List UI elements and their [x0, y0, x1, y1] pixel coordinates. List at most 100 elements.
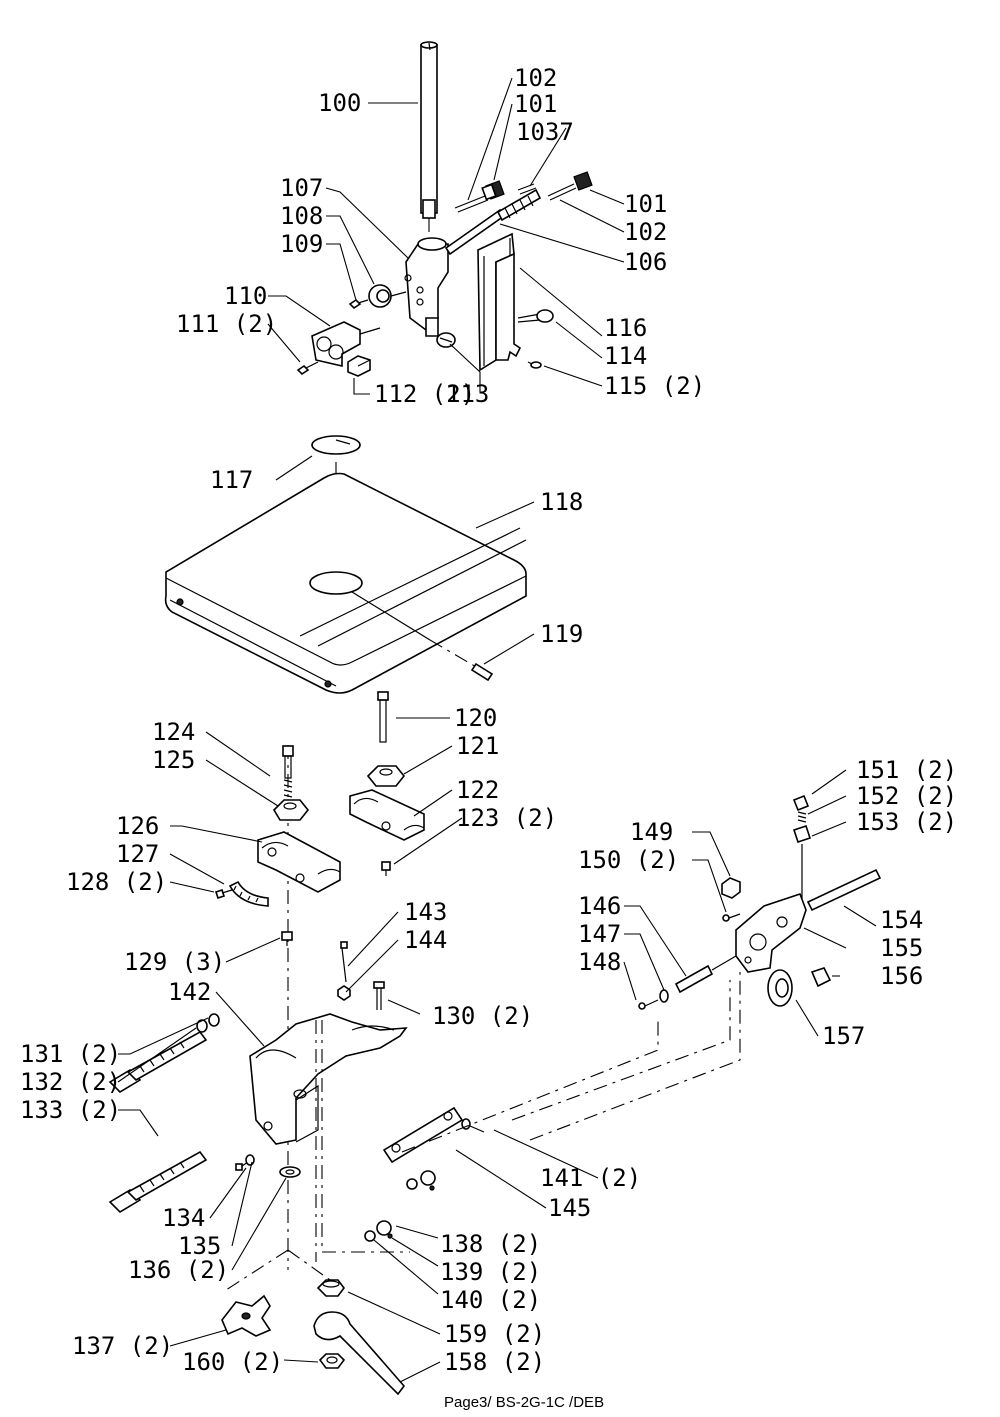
label-157: 157 [822, 1022, 865, 1050]
handle-158-part [313, 1311, 406, 1396]
thumb-screw-part [517, 309, 554, 323]
guide-bracket-part [404, 237, 449, 337]
nut-159-part [316, 1279, 345, 1297]
label-109: 109 [280, 230, 323, 258]
label-121: 121 [456, 732, 499, 760]
spring-152-part [797, 811, 807, 823]
label-160: 160 (2) [182, 1348, 283, 1376]
label-135: 135 [178, 1232, 221, 1260]
label-152: 152 (2) [856, 782, 957, 810]
leader-lines [117, 77, 877, 1383]
label-111: 111 (2) [176, 310, 277, 338]
label-126: 126 [116, 812, 159, 840]
screw-150-part [722, 913, 741, 922]
label-133: 133 (2) [20, 1096, 121, 1124]
label-136: 136 (2) [128, 1256, 229, 1284]
label-127: 127 [116, 840, 159, 868]
trunnion-support-142-part [249, 1013, 408, 1145]
washer-132-part [196, 1019, 208, 1033]
table-assembly [164, 435, 527, 694]
label-120: 120 [454, 704, 497, 732]
label-156: 156 [880, 962, 923, 990]
label-119: 119 [540, 620, 583, 648]
star-knob-137-part [221, 1294, 272, 1337]
table-pin-119-part [429, 639, 494, 682]
label-144: 144 [404, 926, 447, 954]
guide-block-112-part [347, 355, 371, 377]
washer-136-part [279, 1166, 301, 1178]
upper-guide-assembly [296, 41, 593, 377]
screw-128-part [214, 888, 233, 900]
bearing-157-part [767, 969, 793, 1007]
label-148: 148 [578, 948, 621, 976]
label-145: 145 [548, 1194, 591, 1222]
label-114: 114 [604, 342, 647, 370]
set-screw-1037-part [517, 183, 537, 195]
shaft-146-part [674, 955, 737, 994]
label-155: 155 [880, 934, 923, 962]
label-101a: 101 [514, 90, 557, 118]
guide-bearing-108-part [368, 284, 407, 308]
block-149-part [721, 877, 741, 899]
label-100: 100 [318, 89, 361, 117]
label-143: 143 [404, 898, 447, 926]
label-102a: 102 [514, 64, 557, 92]
label-137: 137 (2) [72, 1332, 173, 1360]
label-108: 108 [280, 202, 323, 230]
lock-knob-133b-part [108, 1150, 208, 1214]
washer-131-part [208, 1013, 220, 1027]
screw-139-part [387, 1185, 435, 1239]
label-110: 110 [224, 282, 267, 310]
collar-138-part [376, 1170, 436, 1236]
trunnion-126-part [257, 831, 341, 893]
label-1037: 1037 [516, 118, 574, 146]
label-142: 142 [168, 978, 211, 1006]
label-140: 140 (2) [440, 1286, 541, 1314]
label-158: 158 (2) [444, 1348, 545, 1376]
label-116: 116 [604, 314, 647, 342]
plate-145-part [382, 1106, 464, 1164]
clamp-121-part [366, 765, 406, 787]
lock-knob-133-part [108, 1030, 208, 1094]
label-102b: 102 [624, 218, 667, 246]
label-124: 124 [152, 718, 195, 746]
label-134: 134 [162, 1204, 205, 1232]
bolt-120-part [377, 691, 389, 743]
blade-guard-part [477, 232, 522, 372]
screw-141-part [461, 1118, 485, 1133]
throat-plate-117-part [311, 435, 361, 455]
label-112: 112 (2) [374, 380, 475, 408]
label-115: 115 (2) [604, 372, 705, 400]
label-159: 159 (2) [444, 1320, 545, 1348]
label-146: 146 [578, 892, 621, 920]
label-107: 107 [280, 174, 323, 202]
pad-153-part [792, 824, 812, 844]
guide-block-holder-110-part [311, 321, 381, 368]
set-screw-right-part [547, 171, 593, 201]
table-top-118-part [164, 472, 527, 694]
label-149: 149 [630, 818, 673, 846]
screw-123-part [381, 861, 391, 876]
label-129: 129 (3) [124, 948, 225, 976]
screw-148-part [638, 999, 659, 1010]
label-118: 118 [540, 488, 583, 516]
label-101b: 101 [624, 190, 667, 218]
label-132: 132 (2) [20, 1068, 121, 1096]
label-125: 125 [152, 746, 195, 774]
washer-135-part [245, 1154, 255, 1166]
label-131: 131 (2) [20, 1040, 121, 1068]
label-113: 113 [446, 380, 489, 408]
bolt-130-part [373, 981, 385, 1010]
label-153: 153 (2) [856, 808, 957, 836]
part-labels: 100 102 101 1037 101 102 106 107 108 109… [20, 64, 957, 1376]
label-147: 147 [578, 920, 621, 948]
lower-guide-assembly [638, 794, 882, 1010]
label-150: 150 (2) [578, 846, 679, 874]
shaft-154-part [806, 868, 882, 912]
label-138: 138 (2) [440, 1230, 541, 1258]
label-117: 117 [210, 466, 253, 494]
screw-109-part [348, 298, 369, 310]
label-106: 106 [624, 248, 667, 276]
label-154: 154 [880, 906, 923, 934]
